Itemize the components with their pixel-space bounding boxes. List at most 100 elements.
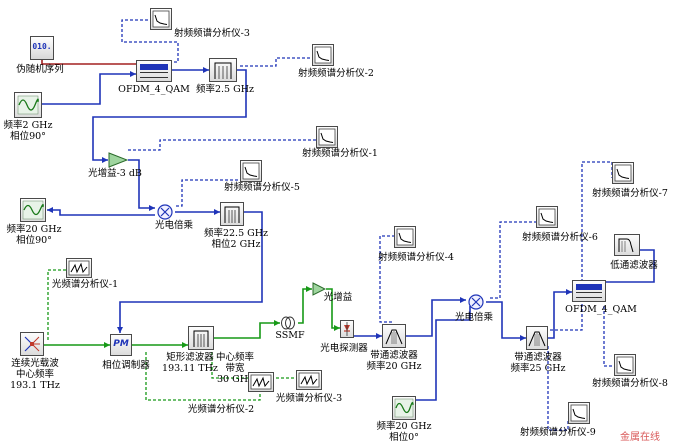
- binary-code-icon: 010.: [32, 42, 52, 51]
- prbs-label: 伪随机序列: [16, 64, 64, 75]
- ofdm-2-label: OFDM_4_QAM: [565, 304, 637, 315]
- filter-2-label: 频率22.5 GHz 相位2 GHz: [200, 228, 272, 250]
- sine-2-frequency: 频率20 GHz: [6, 224, 62, 235]
- rf-spectrum-analyzer-3[interactable]: [150, 8, 172, 30]
- wire-rfsa5: [176, 179, 240, 207]
- center-label: 中心频率 带宽 30 GHz: [212, 352, 258, 385]
- laser-param-value: 193.1 THz: [10, 380, 60, 391]
- bpf-1-label: 带通滤波器 频率20 GHz: [364, 350, 424, 372]
- ofdm-lines-icon: [140, 72, 168, 78]
- electrical-amplifier-1[interactable]: [108, 152, 128, 168]
- spectrum-screen-icon: [152, 10, 170, 28]
- sine-wave-icon: [17, 95, 39, 115]
- bandpass-filter-2[interactable]: [526, 326, 548, 350]
- ofdm-demodulator-2[interactable]: [572, 280, 606, 302]
- rfsa-9-label: 射频频谱分析仪-9: [520, 427, 596, 438]
- ofdm-block-icon: [140, 64, 168, 70]
- wire-filter1-to-amp: [92, 69, 247, 161]
- pm-label: 相位调制器: [102, 360, 150, 371]
- amp-1-label: 光增益-3 dB: [88, 168, 142, 179]
- optical-spectrum-analyzer-3[interactable]: [296, 370, 322, 390]
- electrical-multiplier-2[interactable]: [466, 292, 486, 312]
- phase-modulator[interactable]: PM: [110, 334, 132, 356]
- optical-spectrum-analyzer-2[interactable]: [248, 372, 274, 392]
- ofdm-1-label: OFDM_4_QAM: [118, 84, 190, 95]
- wire-sine-to-ofdm: [42, 73, 136, 105]
- wire-filter2-to-pm: [119, 211, 263, 333]
- laser-param-name: 中心频率: [15, 369, 54, 380]
- wire-rfsa9: [547, 346, 569, 431]
- laser-label: 连续光载波 中心频率 193.1 THz: [2, 358, 68, 391]
- photodetector[interactable]: [340, 320, 354, 338]
- ofdm-block-icon: [576, 284, 602, 290]
- mult-1-label: 光电倍乘: [154, 220, 193, 231]
- filter-1-label: 频率2.5 GHz: [195, 84, 254, 95]
- rf-spectrum-analyzer-4[interactable]: [394, 226, 416, 248]
- bpf-2-title: 带通滤波器: [514, 352, 562, 363]
- optical-spectrum-analyzer-1[interactable]: [66, 258, 92, 278]
- pm-icon: PM: [113, 339, 129, 349]
- spectrum-screen-icon: [570, 404, 588, 422]
- wire-rfsa3: [121, 19, 179, 63]
- cw-laser[interactable]: [20, 332, 44, 356]
- wire-rfsa6: [490, 221, 536, 299]
- bpf-1-title: 带通滤波器: [370, 350, 418, 361]
- wire-ssmf-to-amp: [298, 288, 312, 324]
- filter-2-frequency: 频率22.5 GHz: [203, 228, 269, 239]
- optical-spectrum-icon: [298, 372, 320, 388]
- bpf-2-frequency: 频率25 GHz: [510, 363, 566, 374]
- mult-2-label: 光电倍乘: [454, 312, 493, 323]
- rf-spectrum-analyzer-6[interactable]: [536, 206, 558, 228]
- rf-spectrum-analyzer-2[interactable]: [312, 44, 334, 66]
- optical-amplifier[interactable]: [312, 282, 326, 296]
- wire-sine2-to-mult1: [47, 209, 155, 216]
- wire-mult2-to-bpf2: [486, 301, 526, 339]
- ofdm-modulator-1[interactable]: [136, 60, 172, 82]
- wire-rect-to-ssmf: [214, 322, 280, 339]
- rfsa-2-label: 射频频谱分析仪-2: [298, 68, 374, 79]
- sine-generator-1[interactable]: [14, 92, 42, 118]
- electrical-multiplier-1[interactable]: [155, 202, 175, 222]
- prbs-generator[interactable]: 010.: [30, 36, 54, 60]
- lowpass-filter[interactable]: [614, 234, 640, 256]
- spectrum-screen-icon: [616, 356, 634, 374]
- rf-spectrum-analyzer-8[interactable]: [614, 354, 636, 376]
- sine-generator-2[interactable]: [20, 198, 46, 222]
- wire-osa2: [145, 352, 261, 401]
- osa-3-label: 光频谱分析仪-3: [275, 393, 343, 404]
- filter-icon: [193, 330, 209, 347]
- rf-spectrum-analyzer-5[interactable]: [240, 160, 262, 182]
- electrical-filter-1[interactable]: [209, 58, 237, 82]
- filter-2-bandwidth: 相位2 GHz: [211, 239, 261, 250]
- spectrum-screen-icon: [242, 162, 260, 180]
- filter-icon: [214, 62, 232, 79]
- sine-3-phase: 相位0°: [389, 432, 419, 443]
- osa-1-label: 光频谱分析仪-1: [51, 279, 119, 290]
- rect-filter-frequency: 193.11 THz: [162, 363, 218, 374]
- bandpass-filter-1[interactable]: [382, 324, 406, 348]
- bandwidth-title: 带宽: [225, 363, 245, 374]
- electrical-filter-2[interactable]: [220, 202, 244, 226]
- detector-label: 光电探测器: [320, 343, 368, 354]
- lpf-label: 低通滤波器: [610, 260, 658, 271]
- sine-1-phase: 相位90°: [10, 131, 46, 142]
- rfsa-8-label: 射频频谱分析仪-8: [592, 378, 668, 389]
- bandpass-icon: [528, 331, 546, 347]
- sine-generator-3[interactable]: [392, 396, 416, 420]
- wire-rfsa4: [379, 235, 394, 323]
- rf-spectrum-analyzer-1[interactable]: [316, 126, 338, 148]
- optical-spectrum-icon: [250, 374, 272, 390]
- wire-bpf2-to-ofdm2: [548, 291, 572, 339]
- laser-icon: [24, 336, 40, 352]
- rectangular-optical-filter[interactable]: [188, 326, 214, 350]
- ssmf-fiber[interactable]: [280, 315, 298, 331]
- sine-wave-icon: [394, 398, 414, 418]
- rf-spectrum-analyzer-9[interactable]: [568, 402, 590, 424]
- spectrum-screen-icon: [314, 46, 332, 64]
- bpf-1-frequency: 频率20 GHz: [366, 361, 422, 372]
- wire-rfsa1: [128, 139, 316, 151]
- rf-spectrum-analyzer-7[interactable]: [612, 162, 634, 184]
- ofdm-lines-icon: [576, 292, 602, 298]
- lowpass-icon: [618, 238, 634, 253]
